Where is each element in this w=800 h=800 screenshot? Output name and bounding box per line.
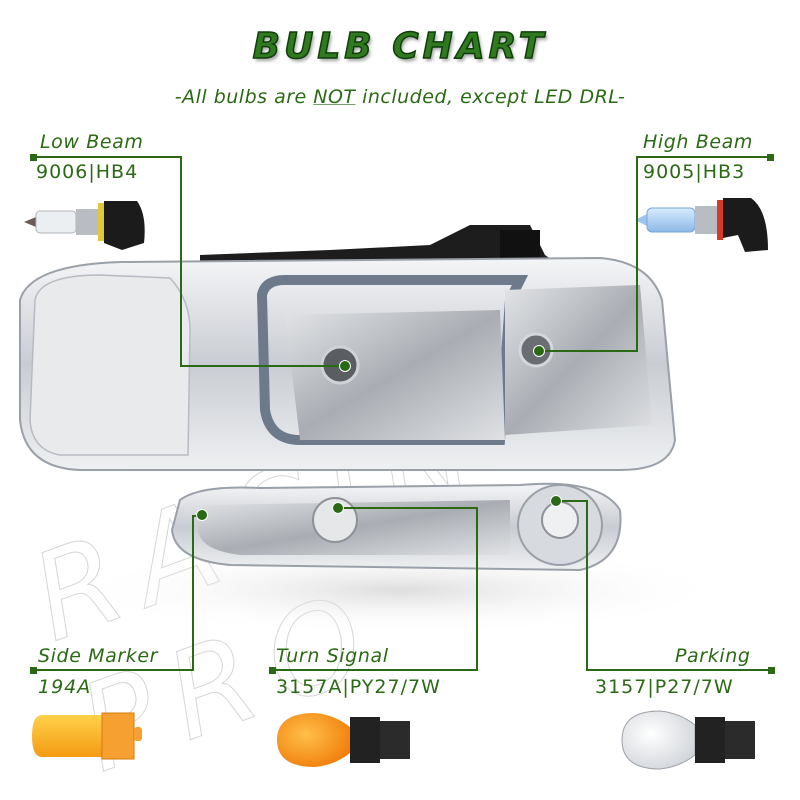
- turn-signal-leader-line: [272, 669, 478, 671]
- low-beam-code: 9006|HB4: [36, 161, 139, 183]
- side-marker-label: Side Marker: [38, 645, 159, 667]
- parking-leader-line-vertical: [586, 500, 588, 671]
- low-beam-leader-line: [33, 156, 182, 158]
- low-beam-leader-line-vertical: [180, 156, 182, 367]
- amber-wedge-194-bulb-icon: [32, 712, 142, 760]
- low-beam-target-dot-icon: [339, 360, 351, 372]
- chart-title: BULB CHART: [252, 25, 548, 68]
- subtitle-emphasis: NOT: [313, 86, 356, 108]
- turn-signal-leader-line-horizontal: [338, 507, 478, 509]
- high-beam-leader-line-horizontal: [540, 350, 638, 352]
- parking-leader-line-horizontal: [556, 500, 588, 502]
- turn-signal-leader-line-vertical: [476, 507, 478, 671]
- high-beam-leader-line-vertical: [636, 156, 638, 352]
- high-beam-anchor-icon: [767, 154, 774, 161]
- parking-code: 3157|P27/7W: [595, 676, 734, 698]
- low-beam-label: Low Beam: [40, 131, 144, 153]
- high-beam-code: 9005|HB3: [643, 161, 746, 183]
- side-marker-code: 194A: [38, 676, 92, 698]
- subtitle-prefix: -All bulbs are: [174, 86, 314, 108]
- turn-signal-code: 3157A|PY27/7W: [276, 676, 441, 698]
- side-marker-target-dot-icon: [196, 509, 208, 521]
- clear-3157-bulb-icon: [621, 710, 755, 770]
- turn-signal-target-dot-icon: [332, 502, 344, 514]
- amber-3157-bulb-icon: [277, 713, 410, 767]
- side-marker-leader-line: [33, 669, 194, 671]
- parking-label: Parking: [675, 645, 751, 667]
- high-beam-leader-line: [636, 156, 770, 158]
- parking-target-dot-icon: [550, 495, 562, 507]
- low-beam-leader-line-horizontal: [180, 365, 344, 367]
- parking-leader-line: [586, 669, 770, 671]
- side-marker-leader-line-vertical: [192, 515, 194, 671]
- high-beam-target-dot-icon: [533, 345, 545, 357]
- subtitle-suffix: included, except LED DRL-: [355, 86, 626, 108]
- subtitle: -All bulbs are NOT included, except LED …: [0, 86, 800, 108]
- blue-halogen-9005-bulb-icon: [635, 198, 768, 252]
- halogen-9006-bulb-icon: [24, 201, 145, 250]
- turn-signal-label: Turn Signal: [276, 645, 389, 667]
- high-beam-label: High Beam: [643, 131, 753, 153]
- parking-anchor-icon: [768, 667, 775, 674]
